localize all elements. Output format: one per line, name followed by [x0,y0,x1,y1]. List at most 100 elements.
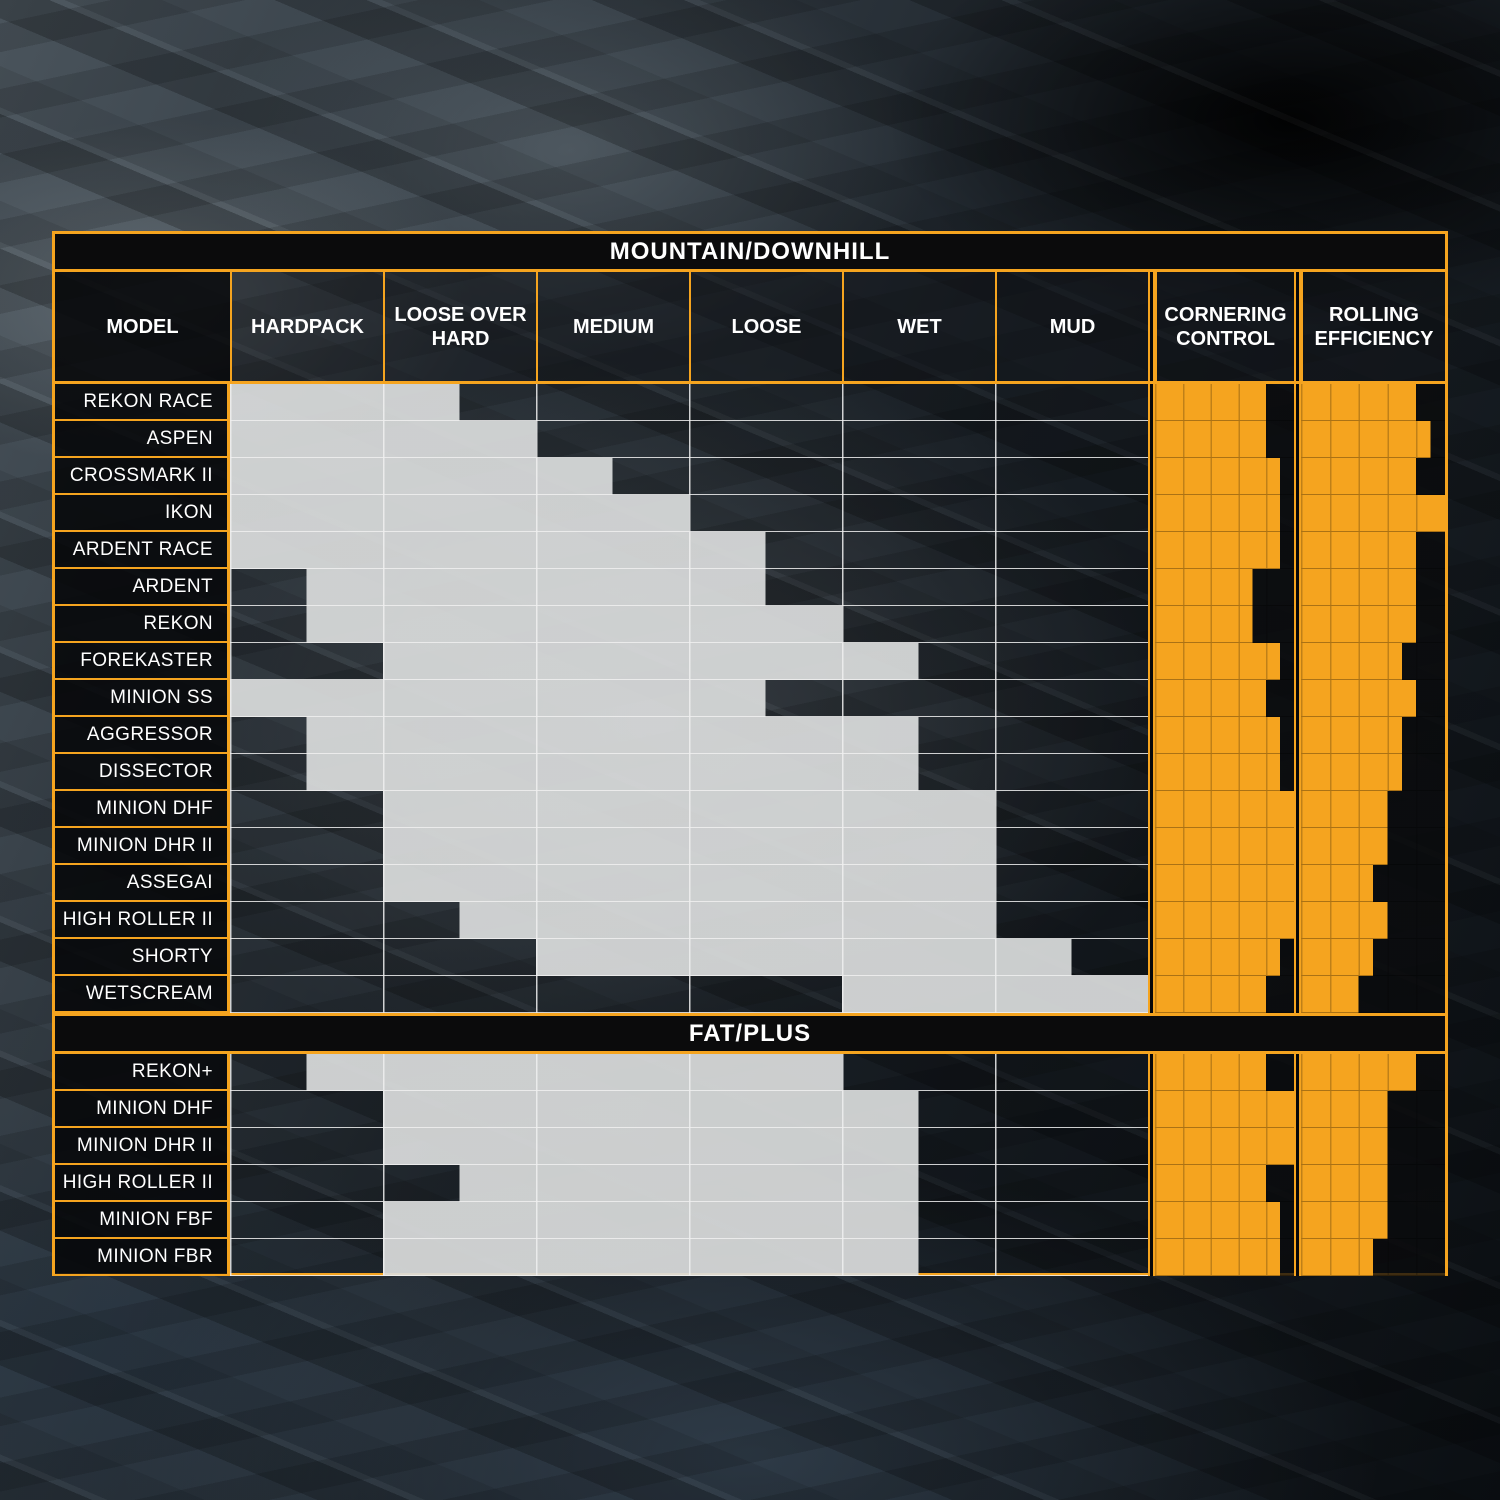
model-label: FOREKASTER [55,643,230,680]
table-row: MINION DHF [55,791,1445,828]
cornering-control-rating [1155,1202,1294,1239]
terrain-range-bar [230,939,1148,976]
model-label: MINION DHR II [55,828,230,865]
table-row: SHORTY [55,939,1445,976]
rolling-efficiency-rating [1301,754,1445,791]
section-title-fat-plus: FAT/PLUS [55,1013,1445,1054]
column-header-mud: MUD [995,272,1148,381]
table-row: MINION SS [55,680,1445,717]
column-gap [1148,754,1155,791]
table-row: MINION FBR [55,1239,1445,1276]
model-label: DISSECTOR [55,754,230,791]
rolling-efficiency-rating [1301,458,1445,495]
model-label: MINION DHF [55,1091,230,1128]
rolling-efficiency-rating [1301,1239,1445,1276]
table-row: WETSCREAM [55,976,1445,1013]
column-gap [1148,791,1155,828]
terrain-range-bar [230,902,1148,939]
column-gap [1148,532,1155,569]
terrain-range-bar [230,828,1148,865]
table-row: REKON+ [55,1054,1445,1091]
terrain-range-bar [230,384,1148,421]
column-gap [1148,902,1155,939]
model-label: ASPEN [55,421,230,458]
table-row: MINION DHR II [55,828,1445,865]
terrain-range-bar [230,643,1148,680]
cornering-control-rating [1155,1239,1294,1276]
model-label: CROSSMARK II [55,458,230,495]
terrain-range-bar [230,1128,1148,1165]
terrain-range-bar [230,754,1148,791]
table-row: REKON RACE [55,384,1445,421]
column-gap [1294,791,1301,828]
rolling-efficiency-rating [1301,865,1445,902]
column-gap [1294,976,1301,1013]
column-header-row: MODEL HARDPACK LOOSE OVER HARD MEDIUM LO… [55,272,1445,384]
cornering-control-rating [1155,1054,1294,1091]
cornering-control-rating [1155,680,1294,717]
cornering-control-rating [1155,976,1294,1013]
cornering-control-rating [1155,754,1294,791]
model-label: ASSEGAI [55,865,230,902]
table-row: ASPEN [55,421,1445,458]
table-row: MINION FBF [55,1202,1445,1239]
cornering-control-rating [1155,865,1294,902]
column-gap [1294,606,1301,643]
terrain-range-bar [230,680,1148,717]
rolling-efficiency-rating [1301,902,1445,939]
column-gap [1294,865,1301,902]
model-label: SHORTY [55,939,230,976]
column-header-loose-over-hard: LOOSE OVER HARD [383,272,536,381]
column-gap [1294,754,1301,791]
column-header-medium: MEDIUM [536,272,689,381]
cornering-control-rating [1155,421,1294,458]
table-row: MINION DHR II [55,1128,1445,1165]
column-gap [1148,458,1155,495]
cornering-control-rating [1155,532,1294,569]
table-row: IKON [55,495,1445,532]
column-gap [1294,532,1301,569]
column-gap [1148,828,1155,865]
column-header-hardpack: HARDPACK [230,272,383,381]
terrain-range-bar [230,495,1148,532]
column-gap [1148,865,1155,902]
cornering-control-rating [1155,1091,1294,1128]
terrain-range-bar [230,976,1148,1013]
tire-comparison-chart: MOUNTAIN/DOWNHILL MODEL HARDPACK LOOSE O… [52,231,1448,1276]
column-gap [1148,384,1155,421]
cornering-control-rating [1155,791,1294,828]
column-gap [1294,1054,1301,1091]
cornering-control-rating [1155,495,1294,532]
model-label: MINION FBF [55,1202,230,1239]
terrain-range-bar [230,421,1148,458]
mountain-downhill-rows: REKON RACE ASPEN CROSSMARK II IKON ARDEN… [55,384,1445,1013]
cornering-control-rating [1155,902,1294,939]
table-row: ARDENT [55,569,1445,606]
table-row: ASSEGAI [55,865,1445,902]
terrain-range-bar [230,1091,1148,1128]
cornering-control-rating [1155,1128,1294,1165]
column-gap [1148,1128,1155,1165]
column-gap [1294,717,1301,754]
column-gap [1148,421,1155,458]
column-header-rolling-efficiency: ROLLING EFFICIENCY [1301,272,1445,381]
column-gap [1294,272,1301,381]
model-label: MINION SS [55,680,230,717]
column-gap [1294,495,1301,532]
column-gap [1148,1239,1155,1276]
terrain-range-bar [230,1202,1148,1239]
rolling-efficiency-rating [1301,569,1445,606]
column-gap [1294,1165,1301,1202]
cornering-control-rating [1155,939,1294,976]
rolling-efficiency-rating [1301,680,1445,717]
cornering-control-rating [1155,1165,1294,1202]
terrain-range-bar [230,532,1148,569]
table-row: CROSSMARK II [55,458,1445,495]
column-gap [1294,1128,1301,1165]
terrain-range-bar [230,606,1148,643]
section-title-mountain-downhill: MOUNTAIN/DOWNHILL [55,234,1445,272]
column-header-wet: WET [842,272,995,381]
rolling-efficiency-rating [1301,643,1445,680]
table-row: DISSECTOR [55,754,1445,791]
column-gap [1294,902,1301,939]
